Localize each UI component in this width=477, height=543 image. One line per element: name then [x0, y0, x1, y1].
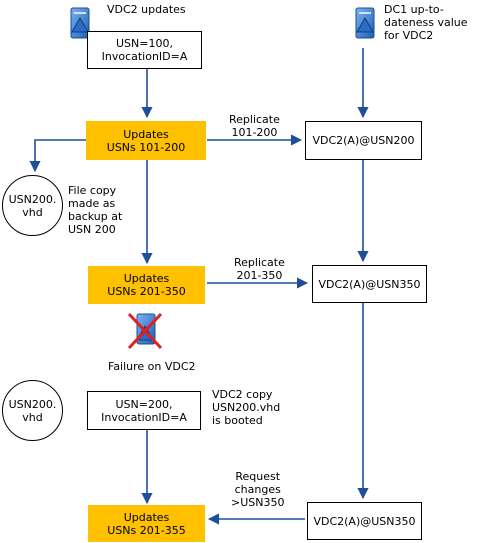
usn-range-label: USNs 101-200 — [106, 140, 186, 154]
initial-usn-box: USN=100, InvocationID=A — [87, 31, 202, 69]
utd-box-usn200: VDC2(A)@USN200 — [305, 121, 422, 160]
restore-note-label: VDC2 copy USN200.vhd is booted — [212, 388, 281, 427]
failure-label: Failure on VDC2 — [108, 360, 196, 373]
replicate-201-350-label: Replicate 201-350 — [234, 256, 285, 282]
vdc2-updates-label: VDC2 updates — [107, 3, 186, 16]
usn-range-label: USNs 201-350 — [107, 285, 186, 298]
usn-range-label: USNs 201-355 — [107, 523, 186, 537]
backup-note-label: File copy made as backup at USN 200 — [68, 184, 123, 236]
restored-usn-box: USN=200, InvocationID=A — [87, 391, 201, 430]
server-icon — [355, 7, 375, 39]
updates-label: Updates — [123, 272, 170, 285]
dc1-utd-label: DC1 up-to- dateness value for VDC2 — [384, 3, 468, 42]
replicate-101-200-label: Replicate 101-200 — [229, 113, 280, 139]
updates-label: Updates — [123, 510, 170, 524]
arrow-backup-copy — [29, 139, 86, 173]
failed-server-icon — [127, 312, 163, 350]
restore-file-circle: USN200. vhd — [2, 380, 63, 441]
utd-box-usn350: VDC2(A)@USN350 — [312, 265, 427, 303]
backup-file-circle: USN200. vhd — [2, 175, 63, 236]
updates-label: Updates — [123, 127, 169, 141]
request-changes-label: Request changes >USN350 — [231, 470, 285, 509]
utd-box-usn350-b: VDC2(A)@USN350 — [307, 502, 422, 540]
server-icon — [70, 7, 90, 39]
